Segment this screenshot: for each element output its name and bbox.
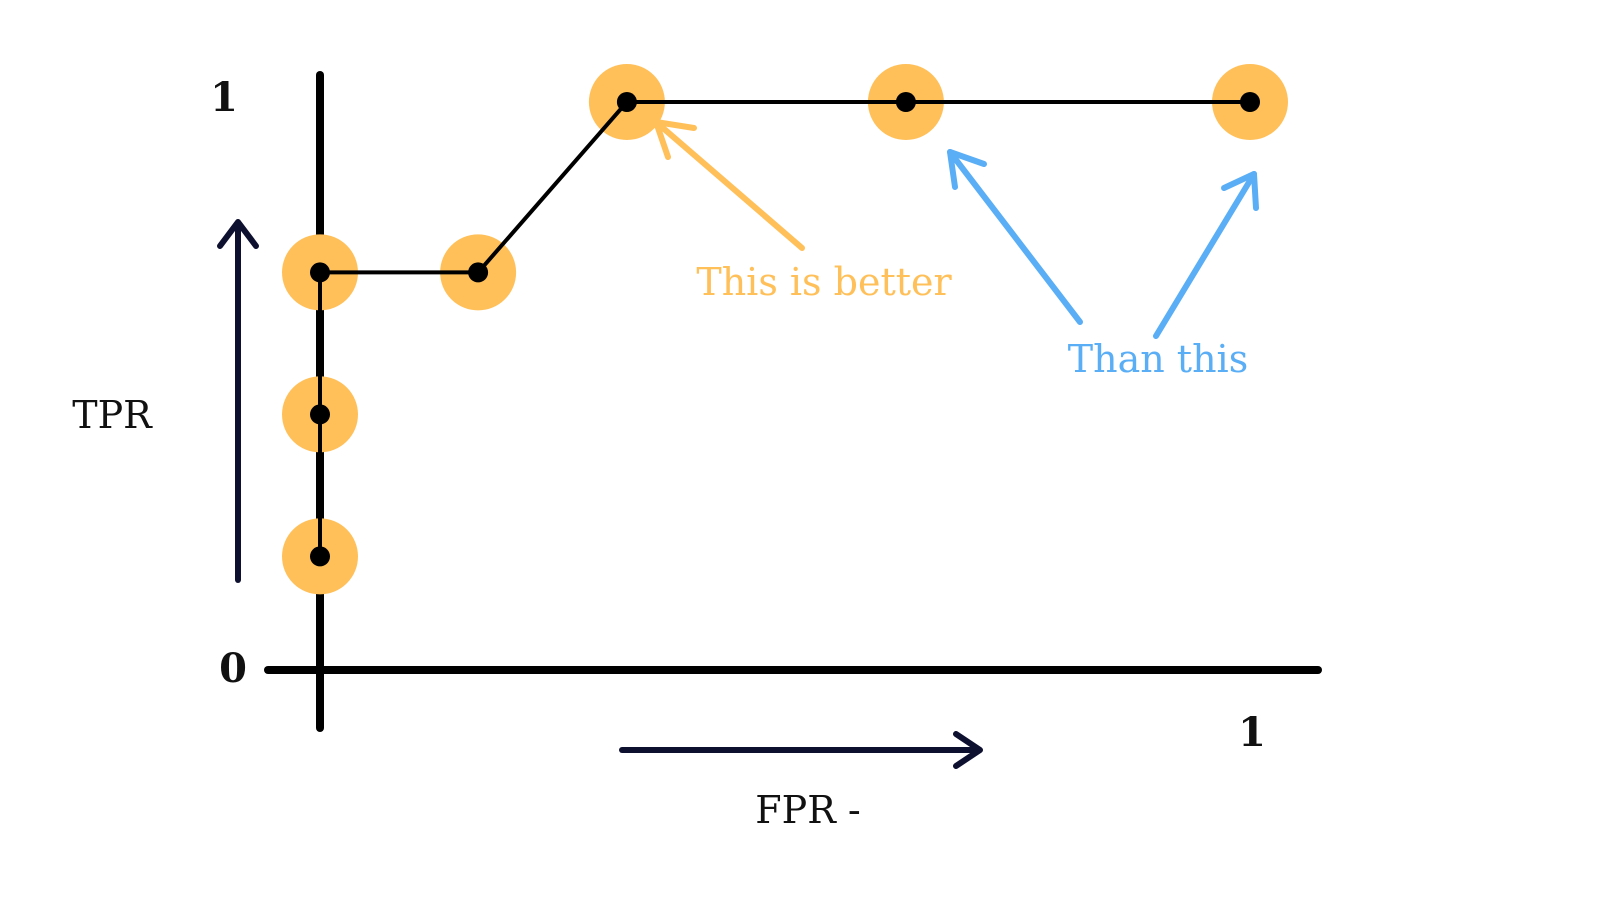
data-point xyxy=(616,92,637,112)
worse-annotation-arrow-right xyxy=(1153,171,1259,339)
roc-curve-line xyxy=(318,100,1250,557)
data-point xyxy=(310,546,330,567)
data-point xyxy=(310,262,330,283)
data-point xyxy=(1240,92,1260,112)
data-point xyxy=(895,92,916,112)
worse-annotation-label: Than this xyxy=(1068,337,1248,381)
data-point xyxy=(468,262,489,283)
tpr-direction-arrow xyxy=(217,219,259,583)
y-tick-label-bottom: 0 xyxy=(219,645,247,692)
y-tick-label-top: 1 xyxy=(210,74,238,121)
x-tick-label-right: 1 xyxy=(1238,709,1266,756)
point-halos xyxy=(282,64,1288,595)
y-axis-title: TPR xyxy=(72,393,153,437)
x-axis-title: FPR - xyxy=(755,788,860,832)
better-annotation-label: This is better xyxy=(696,260,952,304)
worse-annotation-arrow-left xyxy=(947,149,1083,325)
roc-points xyxy=(310,92,1260,567)
data-point xyxy=(310,404,330,425)
fpr-direction-arrow xyxy=(619,731,983,769)
better-annotation-arrow xyxy=(653,119,805,251)
